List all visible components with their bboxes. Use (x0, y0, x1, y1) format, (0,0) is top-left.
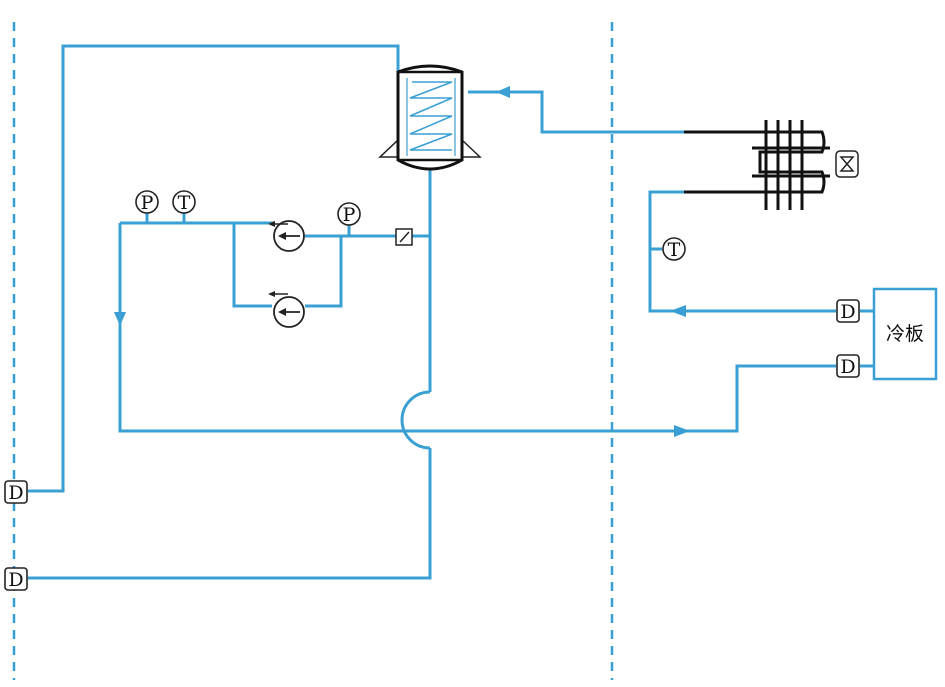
temperature-gauge-left: T (172, 190, 196, 214)
pressure-gauge-right: P (337, 202, 361, 226)
supply-pipe (118, 223, 836, 433)
temperature-gauge-label: T (178, 192, 191, 214)
connector-d-label: D (840, 356, 855, 378)
connector-d-label: D (840, 301, 855, 323)
filter-icon (395, 228, 413, 246)
coil-to-tank-pipe (468, 90, 684, 134)
flow-arrow-icon (114, 312, 126, 326)
pressure-gauge-label: P (343, 204, 356, 226)
flow-arrow-icon (670, 305, 686, 317)
connector-d-label: D (8, 482, 23, 504)
return-pipe (648, 190, 836, 313)
pump-icon (268, 220, 305, 252)
tank-heat-exchanger-icon (378, 64, 482, 171)
connector-d-top-left: D (4, 480, 28, 504)
pressure-gauge-left: P (135, 190, 159, 214)
valve-icon (835, 150, 859, 178)
pump2-suction-pipe (305, 236, 343, 308)
tank-outlet-pipe-lower (28, 448, 432, 580)
temperature-gauge-right: T (662, 237, 686, 261)
connector-d-coldplate-outlet: D (836, 299, 860, 323)
fin-coil-heat-exchanger-icon (684, 120, 830, 210)
cold-plate: 冷板 (872, 287, 938, 381)
connector-d-label: D (8, 569, 23, 591)
pressure-gauge-label: P (141, 192, 154, 214)
pump2-discharge-pipe (232, 223, 272, 308)
connector-d-coldplate-inlet: D (836, 354, 860, 378)
flow-arrow-icon (496, 86, 510, 98)
pump-icon (268, 291, 305, 328)
pipe-crossover-arc (400, 390, 431, 450)
flow-arrow-icon (674, 425, 690, 437)
connector-d-bottom-left: D (4, 567, 28, 591)
tank-inlet-pipe (28, 44, 400, 493)
temperature-gauge-label: T (668, 239, 681, 261)
cold-plate-label: 冷板 (886, 323, 924, 345)
